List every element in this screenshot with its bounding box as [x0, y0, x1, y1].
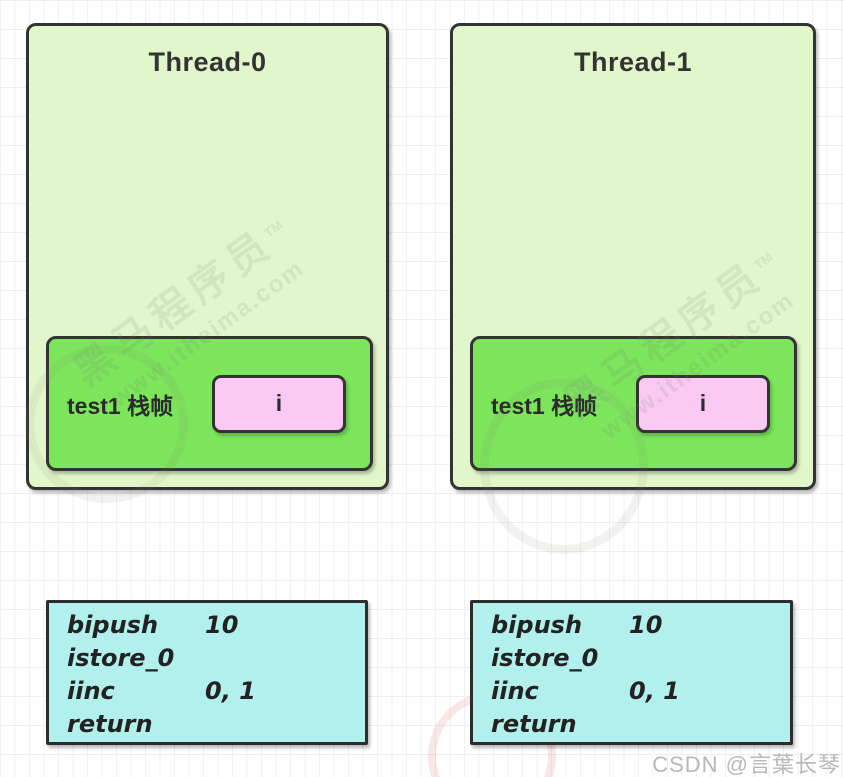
bytecode-op: istore_0 [67, 644, 175, 672]
bytecode-op: iinc [491, 677, 539, 705]
bytecode-line: iinc 0, 1 [67, 675, 365, 708]
bytecode-line: bipush 10 [491, 609, 790, 642]
bytecode-op: istore_0 [491, 644, 599, 672]
variable-i-box: i [212, 374, 346, 433]
bytecode-arg: 0, 1 [629, 677, 680, 705]
bytecode-op: return [67, 710, 153, 738]
bytecode-op: bipush [67, 611, 159, 639]
thread-0-bytecode-box: bipush 10 istore_0 iinc 0, 1 return [46, 600, 368, 745]
thread-1-stack-frame: test1 栈帧 i [470, 336, 797, 471]
bytecode-op: return [491, 710, 577, 738]
bytecode-line: return [67, 708, 365, 741]
variable-i-label: i [699, 390, 707, 416]
bytecode-arg: 10 [205, 611, 239, 639]
bytecode-op: iinc [67, 677, 115, 705]
thread-0-title: Thread-0 [148, 47, 267, 77]
bytecode-line: istore_0 [67, 642, 365, 675]
variable-i-label: i [275, 390, 283, 416]
bytecode-line: bipush 10 [67, 609, 365, 642]
bytecode-line: return [491, 708, 790, 741]
bytecode-line: iinc 0, 1 [491, 675, 790, 708]
variable-i-box: i [636, 374, 770, 433]
bytecode-op: bipush [491, 611, 583, 639]
thread-1-title: Thread-1 [573, 47, 693, 77]
stack-frame-label: test1 栈帧 [491, 392, 598, 419]
bytecode-arg: 10 [629, 611, 663, 639]
thread-0-stack-frame: test1 栈帧 i [46, 336, 373, 471]
thread-1-bytecode-box: bipush 10 istore_0 iinc 0, 1 return [470, 600, 793, 745]
bytecode-arg: 0, 1 [205, 677, 256, 705]
csdn-credit: CSDN @言葉长琴 [652, 752, 841, 777]
stack-frame-label: test1 栈帧 [67, 392, 174, 419]
bytecode-line: istore_0 [491, 642, 790, 675]
